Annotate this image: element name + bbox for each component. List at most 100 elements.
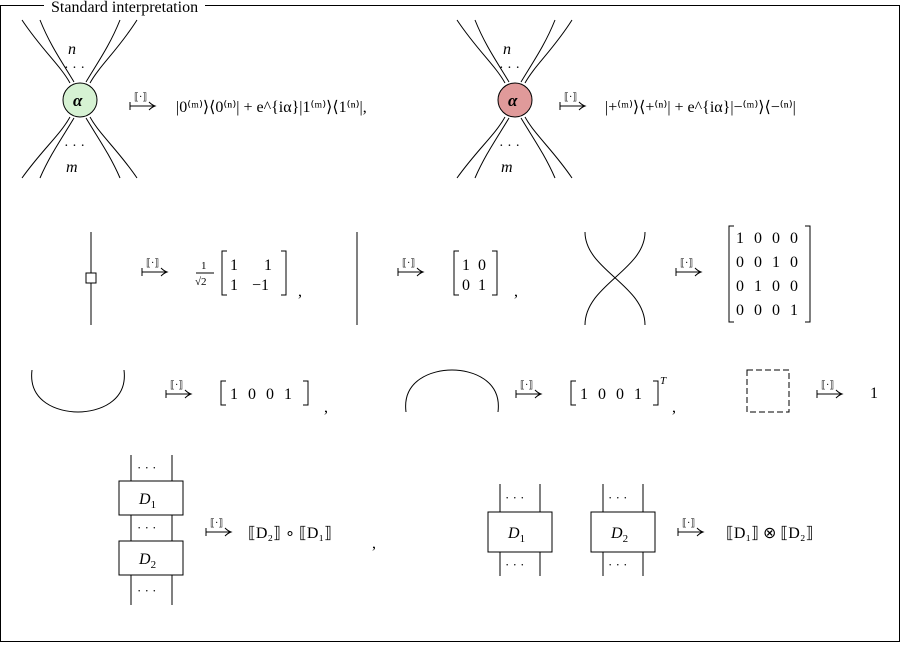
swap-matrix-cell: 0 (754, 254, 762, 271)
swap-matrix-cell: 0 (772, 230, 780, 247)
swap-matrix-cell: 1 (736, 230, 744, 247)
hadamard-matrix: 1 √2 1 1 1 −1 (195, 250, 287, 296)
red-spider-result: |+⁽ᵐ⁾⟩⟨+⁽ⁿ⁾| + e^{iα}|−⁽ᵐ⁾⟩⟨−⁽ⁿ⁾| (605, 99, 796, 116)
dots: · · · (137, 583, 157, 598)
separator: , (298, 283, 302, 300)
arrow-label: ⟦·⟧ (146, 258, 159, 269)
red-spider-top-label: n (503, 41, 511, 58)
green-spider (21, 19, 138, 179)
green-spider-node (62, 82, 98, 118)
cap-vector-cell: 1 (634, 386, 642, 403)
hadamard-coef-num: 1 (201, 260, 207, 272)
mapsto-arrow (141, 267, 168, 277)
box-d2-label: D2 (138, 551, 156, 571)
swap-matrix-cell: 0 (736, 278, 744, 295)
green-spider-top-dots: · · · (64, 61, 85, 76)
cap-transpose: T (660, 375, 667, 387)
hadamard-coef-den: √2 (195, 276, 207, 288)
swap-matrix-cell: 0 (772, 302, 780, 319)
identity-matrix: 1 0 0 1 (453, 250, 498, 296)
red-spider-bottom-label: m (501, 159, 513, 176)
sequential-result: ⟦D₂⟧ ∘ ⟦D₁⟧ (248, 525, 332, 542)
arrow-label: ⟦·⟧ (170, 380, 183, 391)
dots: · · · (608, 490, 628, 505)
swap-matrix-cell: 0 (754, 302, 762, 319)
box-d1 (487, 511, 553, 553)
box-d2 (590, 511, 656, 553)
dots: · · · (505, 490, 525, 505)
hadamard-cell: −1 (252, 277, 269, 294)
green-spider-phase: α (73, 91, 83, 110)
sequential-composition: · · · D1 · · · D2 · · · (118, 455, 184, 605)
separator: , (324, 399, 328, 416)
cap-vector-cell: 0 (616, 386, 624, 403)
cap-diagram (405, 369, 499, 413)
mapsto-arrow (165, 389, 192, 399)
swap-matrix-cell: 0 (772, 278, 780, 295)
identity-cell: 1 (478, 277, 486, 294)
red-spider-bottom-dots: · · · (499, 139, 520, 154)
mapsto-arrow (205, 527, 232, 537)
red-spider-top-dots: · · · (499, 61, 520, 76)
box-d1 (118, 480, 184, 516)
green-spider-bottom-dots: · · · (64, 139, 85, 154)
red-spider-phase: α (508, 91, 518, 110)
red-spider-node (497, 82, 533, 118)
arrow-label: ⟦·⟧ (564, 92, 577, 103)
cup-vector-cell: 1 (284, 386, 292, 403)
swap-matrix-cell: 0 (736, 302, 744, 319)
hadamard-cell: 1 (230, 277, 238, 294)
arrow-label: ⟦·⟧ (821, 380, 834, 391)
arrow-label: ⟦·⟧ (402, 258, 415, 269)
mapsto-arrow (675, 267, 702, 277)
empty-diagram (746, 369, 790, 413)
identity-cell: 0 (478, 257, 486, 274)
arrow-label: ⟦·⟧ (134, 92, 147, 103)
green-spider-top-label: n (68, 41, 76, 58)
box-d1-label: D1 (138, 491, 156, 511)
mapsto-arrow (559, 101, 586, 111)
mapsto-arrow (397, 267, 424, 277)
swap-matrix-cell: 1 (772, 254, 780, 271)
red-spider (456, 19, 573, 179)
cup-vector-cell: 0 (248, 386, 256, 403)
hadamard-cell: 1 (264, 257, 272, 274)
dots: · · · (137, 520, 157, 535)
separator: , (672, 399, 676, 416)
hadamard-cell: 1 (230, 257, 238, 274)
frame-title: Standard interpretation (44, 0, 206, 17)
dots: · · · (137, 460, 157, 475)
mapsto-arrow (677, 527, 704, 537)
cap-vector-cell: 0 (598, 386, 606, 403)
arrow-label: ⟦·⟧ (520, 380, 533, 391)
green-spider-bottom-label: m (66, 159, 78, 176)
cup-diagram (31, 369, 125, 413)
parallel-composition: · · · D1 · · · · · · D2 · · · (487, 484, 656, 576)
arrow-label: ⟦·⟧ (682, 518, 695, 529)
swap-matrix-cell: 0 (790, 230, 798, 247)
swap-matrix-cell: 0 (736, 254, 744, 271)
swap-diagram (584, 231, 646, 326)
dots: · · · (505, 557, 525, 572)
hadamard-wire (85, 232, 97, 325)
cap-vector-cell: 1 (580, 386, 588, 403)
hadamard-box (85, 272, 97, 284)
empty-diagram-result: 1 (870, 385, 878, 402)
box-d1-label: D1 (507, 525, 525, 545)
mapsto-arrow (129, 101, 156, 111)
identity-cell: 0 (462, 277, 470, 294)
cup-vector-cell: 0 (266, 386, 274, 403)
dots: · · · (608, 557, 628, 572)
swap-matrix-cell: 0 (790, 254, 798, 271)
separator: , (372, 535, 376, 552)
swap-matrix-cell: 1 (790, 302, 798, 319)
swap-matrix-cell: 0 (790, 278, 798, 295)
separator: , (514, 283, 518, 300)
green-spider-result: |0⁽ᵐ⁾⟩⟨0⁽ⁿ⁾| + e^{iα}|1⁽ᵐ⁾⟩⟨1⁽ⁿ⁾|, (176, 99, 367, 116)
swap-matrix-cell: 0 (754, 230, 762, 247)
box-d2 (118, 540, 184, 576)
